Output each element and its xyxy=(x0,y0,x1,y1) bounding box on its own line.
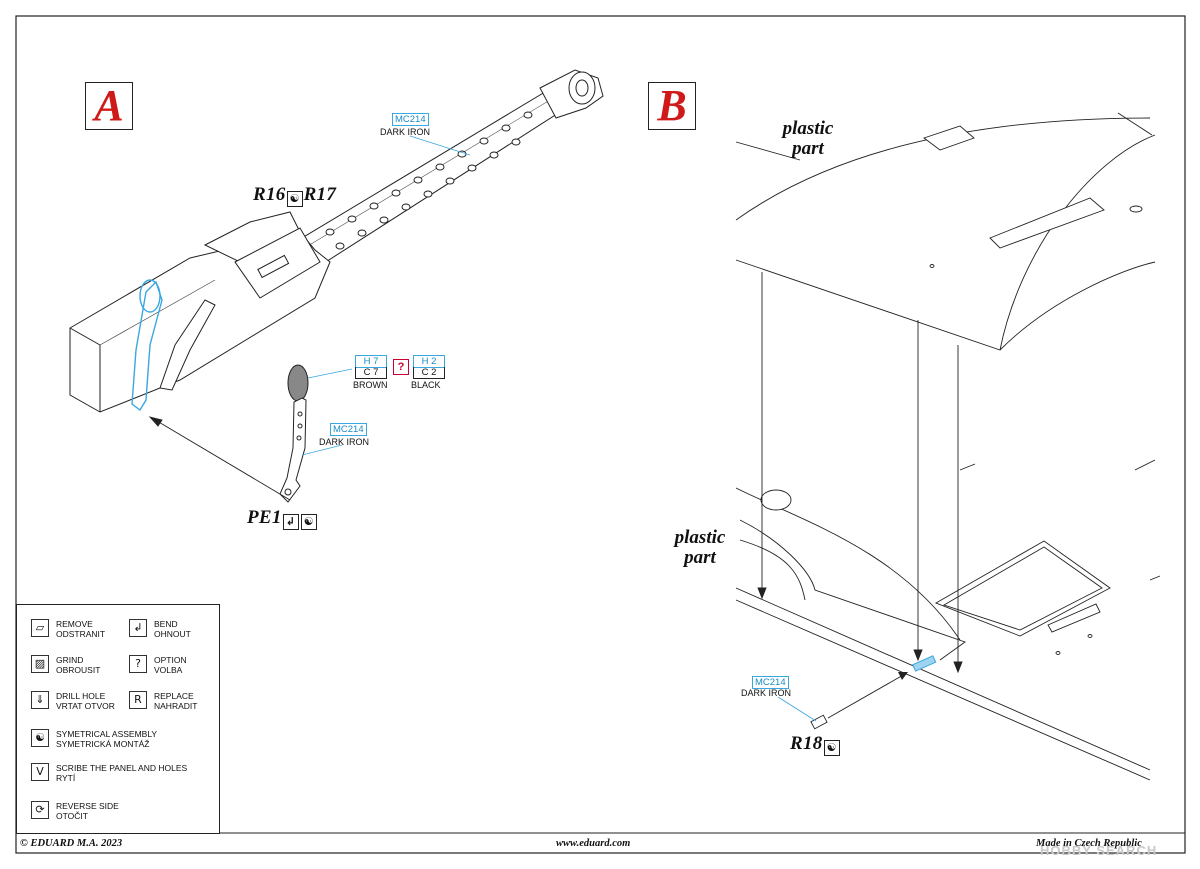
part-r16-r17-label: R16☯R17 xyxy=(253,184,336,207)
legend-reverse: ⟳ REVERSE SIDE OTOČIT xyxy=(31,801,119,821)
website-link[interactable]: www.eduard.com xyxy=(556,838,631,849)
legend-symmetrical-text: SYMETRICAL ASSEMBLY SYMETRICKÁ MONTÁŽ xyxy=(56,729,158,749)
legend-scribe-text: SCRIBE THE PANEL AND HOLES RYTÍ xyxy=(56,763,188,783)
machine-gun-drawing xyxy=(69,69,604,413)
copyright-text: © EDUARD M.A. 2023 xyxy=(20,838,123,849)
legend-remove: ▱ REMOVE ODSTRANIT xyxy=(31,619,105,639)
color-black-label: BLACK xyxy=(411,380,441,390)
top-cover xyxy=(203,211,301,263)
bend-icon: ↲ xyxy=(129,619,147,637)
scribe-icon: V xyxy=(31,763,49,781)
legend-drill-hole-text: DRILL HOLE VRTAT OTVOR xyxy=(56,691,115,711)
bend-icon: ↲ xyxy=(282,514,299,530)
plastic-part-label-top: plastic part xyxy=(782,118,834,159)
legend-replace: R REPLACE NAHRADIT xyxy=(129,691,197,711)
charging-handle xyxy=(159,299,216,391)
r17-label: R17 xyxy=(303,184,337,205)
section-a-badge: A xyxy=(85,82,133,130)
part-pe1-label: PE1↲☯ xyxy=(247,507,318,530)
assembly-arrow-a xyxy=(148,416,291,501)
jacket-holes xyxy=(325,111,533,250)
part-r18-label: R18☯ xyxy=(790,733,841,756)
r16-label: R16 xyxy=(253,184,286,205)
legend-scribe: V SCRIBE THE PANEL AND HOLES RYTÍ xyxy=(31,763,187,783)
plastic-part-label-mid: plastic part xyxy=(674,527,726,568)
legend-replace-text: REPLACE NAHRADIT xyxy=(154,691,198,711)
legend-drill-hole: ⇓ DRILL HOLE VRTAT OTVOR xyxy=(31,691,115,711)
replace-icon: R xyxy=(129,691,147,709)
color-h2: H 2 xyxy=(413,355,445,368)
color-c2: C 2 xyxy=(413,367,445,379)
paint-code-mc214-mid: MC214 xyxy=(330,423,367,436)
made-in-text: Made in Czech Republic xyxy=(1036,838,1142,849)
pe1-sight-part xyxy=(279,364,309,503)
color-brown-label: BROWN xyxy=(353,380,388,390)
legend-option-text: OPTION VOLBA xyxy=(154,655,187,675)
legend-remove-text: REMOVE ODSTRANIT xyxy=(56,619,106,639)
paint-code-mc214-top: MC214 xyxy=(392,113,429,126)
symbol-legend: ▱ REMOVE ODSTRANIT ↲ BEND OHNOUT ▨ GRIND… xyxy=(16,604,220,834)
legend-bend: ↲ BEND OHNOUT xyxy=(129,619,191,639)
legend-grind: ▨ GRIND OBROUSIT xyxy=(31,655,100,675)
legend-option: ? OPTION VOLBA xyxy=(129,655,187,675)
symmetrical-icon: ☯ xyxy=(286,191,303,207)
part-a-leaders xyxy=(301,135,471,456)
color-c7: C 7 xyxy=(355,367,387,379)
legend-reverse-text: REVERSE SIDE OTOČIT xyxy=(56,801,119,821)
r18-part xyxy=(777,655,937,730)
color-h7: H 7 xyxy=(355,355,387,368)
legend-symmetrical: ☯ SYMETRICAL ASSEMBLY SYMETRICKÁ MONTÁŽ xyxy=(31,729,157,749)
watermark: HOBBY SEARCH xyxy=(1040,843,1158,858)
paint-name-dark-iron-mid: DARK IRON xyxy=(319,437,370,447)
reverse-side-icon: ⟳ xyxy=(31,801,49,819)
symmetrical-assembly-icon: ☯ xyxy=(31,729,49,747)
option-icon: ? xyxy=(393,359,409,375)
paint-name-dark-iron-top: DARK IRON xyxy=(380,127,431,137)
symmetrical-icon: ☯ xyxy=(300,514,317,530)
grind-icon: ▨ xyxy=(31,655,49,673)
hull-drawing xyxy=(735,112,1161,781)
option-icon: ? xyxy=(129,655,147,673)
remove-icon: ▱ xyxy=(31,619,49,637)
legend-bend-text: BEND OHNOUT xyxy=(154,619,191,639)
drill-hole-icon: ⇓ xyxy=(31,691,49,709)
section-b-badge: B xyxy=(648,82,696,130)
sheet-frame xyxy=(15,15,1186,854)
paint-code-mc214-b: MC214 xyxy=(752,676,789,689)
pe1-label: PE1 xyxy=(247,507,282,528)
symmetrical-icon: ☯ xyxy=(823,740,840,756)
paint-name-dark-iron-b: DARK IRON xyxy=(741,688,792,698)
r18-label: R18 xyxy=(790,733,823,754)
legend-grind-text: GRIND OBROUSIT xyxy=(56,655,101,675)
